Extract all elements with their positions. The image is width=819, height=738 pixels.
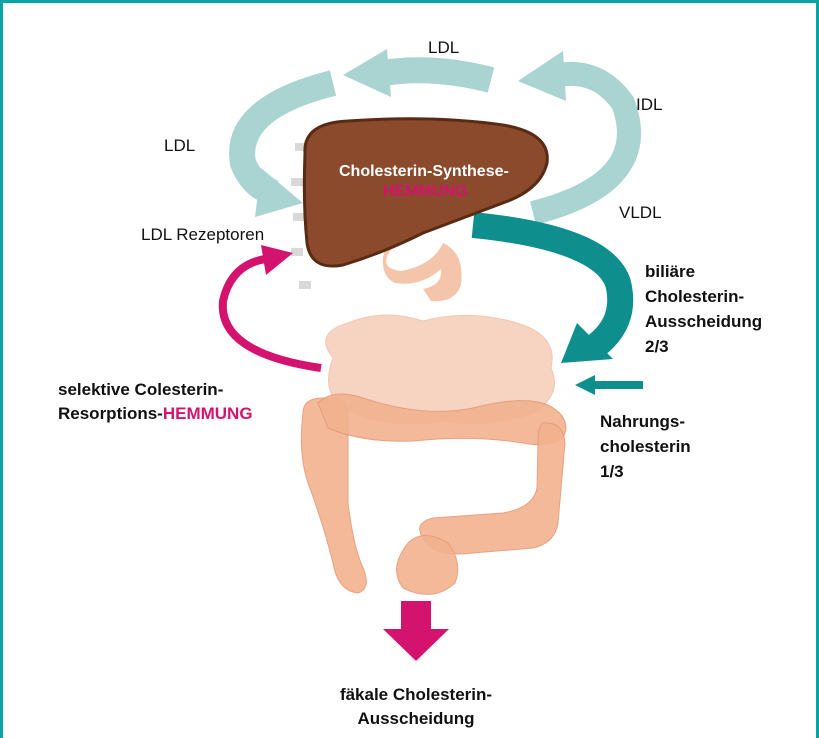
cholesterol-cycle-diagram [3, 3, 816, 738]
idl-label: IDL [636, 94, 662, 115]
liver-synthesis-label: Cholesterin-Synthese- [339, 161, 509, 182]
liver-inhibition-label: HEMMUNG [383, 181, 467, 202]
ldl-top-arrow [383, 70, 491, 80]
stomach [383, 239, 462, 301]
ldl-left-arrowhead [255, 168, 303, 217]
biliary-line-1: biliäre [645, 261, 695, 282]
biliary-line-2: Cholesterin- [645, 286, 744, 307]
fecal-line-2: Ausscheidung [326, 708, 506, 729]
biliary-line-3: Ausscheidung [645, 311, 762, 332]
resorption-arrow [223, 259, 321, 368]
ldl-receptors-label: LDL Rezeptoren [141, 224, 264, 245]
fecal-arrowhead [383, 629, 449, 661]
resorption-arrowhead [261, 245, 293, 275]
resorption-prefix: Resorptions- [58, 404, 163, 423]
resorption-line-2: Resorptions-HEMMUNG [58, 403, 253, 424]
ldl-top-arrowhead [343, 49, 391, 97]
vldl-label: VLDL [619, 202, 662, 223]
idl-arrow [533, 74, 629, 213]
resorption-inhibition: HEMMUNG [163, 404, 253, 423]
dietary-line-2: cholesterin [600, 436, 691, 457]
resorption-line-1: selektive Colesterin- [58, 379, 223, 400]
idl-arrowhead [518, 51, 566, 101]
ldl-top-label: LDL [428, 37, 459, 58]
biliary-line-4: 2/3 [645, 336, 669, 357]
dietary-line-3: 1/3 [600, 461, 624, 482]
intestines [301, 315, 566, 594]
dietary-line-1: Nahrungs- [600, 411, 685, 432]
fecal-line-1: fäkale Cholesterin- [326, 684, 506, 705]
fecal-arrow-shaft [401, 601, 431, 629]
ldl-left-label: LDL [164, 135, 195, 156]
dietary-arrowhead [575, 375, 595, 395]
